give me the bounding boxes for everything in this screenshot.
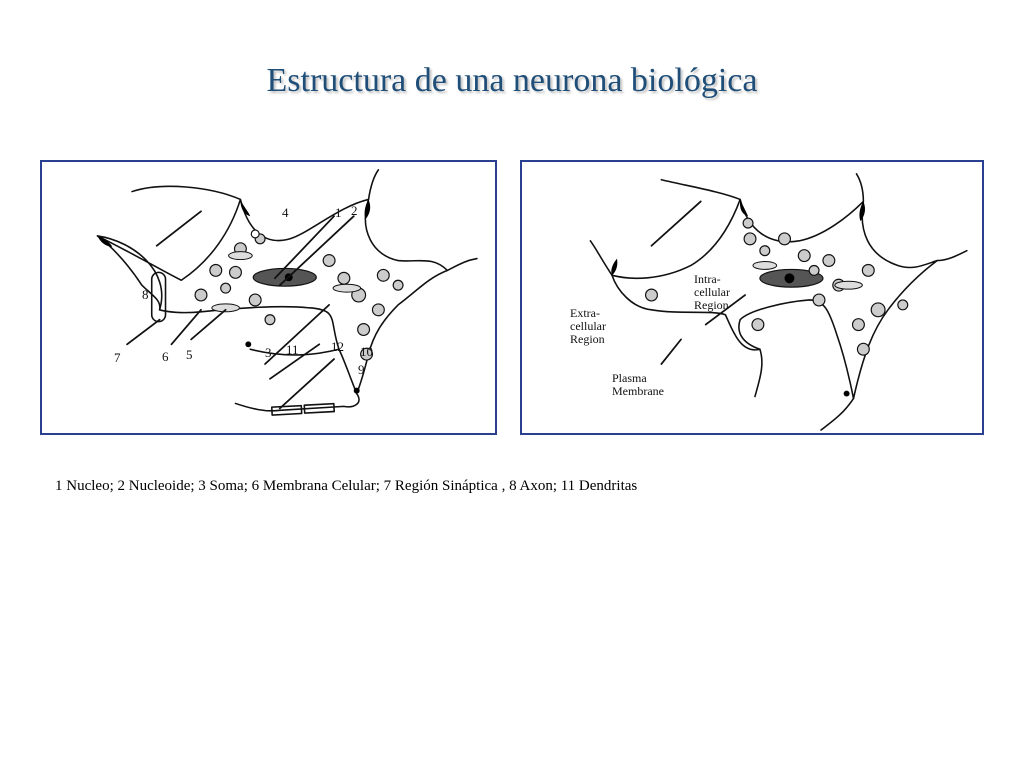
label-2: 2 xyxy=(351,203,358,218)
cell-outline xyxy=(611,198,939,400)
label-10: 10 xyxy=(360,344,373,359)
label-7: 7 xyxy=(114,350,121,365)
slide-title: Estructura de una neurona biológica xyxy=(266,62,758,99)
nucleolus xyxy=(784,273,795,284)
label-8: 8 xyxy=(142,287,149,302)
label-11: 11 xyxy=(286,342,299,357)
neuron-drawing-left xyxy=(96,169,478,416)
label-9: 9 xyxy=(358,362,365,377)
caption: 1 Nucleo; 2 Nucleoide; 3 Soma; 6 Membran… xyxy=(55,478,638,494)
label-5: 5 xyxy=(186,347,193,362)
label-6: 6 xyxy=(162,349,169,364)
label-12: 12 xyxy=(331,339,344,354)
label-4: 4 xyxy=(282,205,289,220)
label-1: 1 xyxy=(335,205,342,220)
neuron-diagram-numbered: 4 1 2 8 7 6 5 3 11 12 10 9 xyxy=(40,160,497,435)
label-3: 3 xyxy=(265,345,272,360)
neuron-drawing-right xyxy=(589,173,968,431)
soma-outline xyxy=(96,198,449,395)
